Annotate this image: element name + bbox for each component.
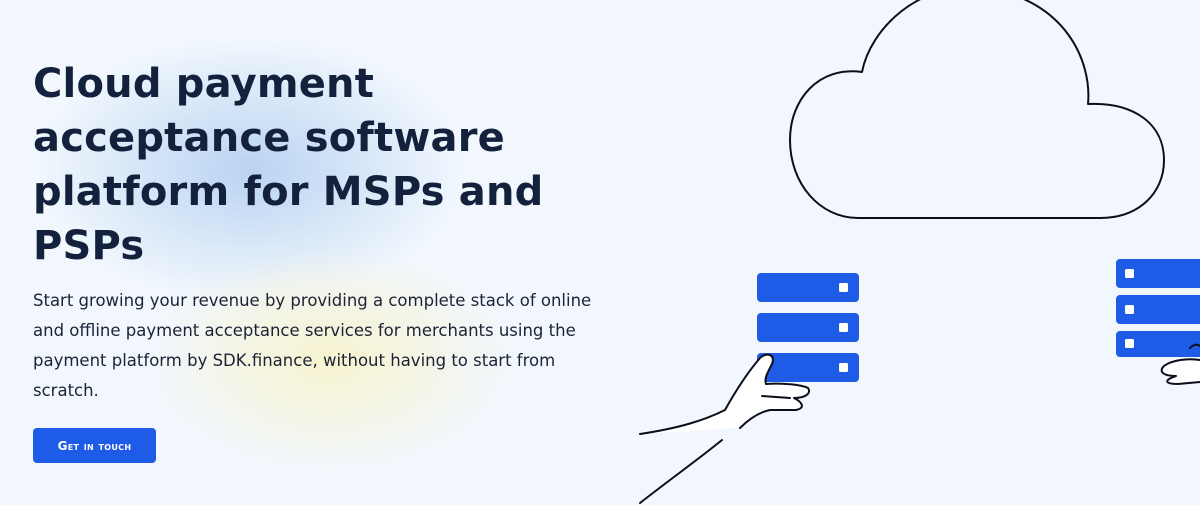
server-rack-icon — [1116, 259, 1200, 357]
hero-description: Start growing your revenue by providing … — [33, 291, 592, 400]
hero-headline: Cloud payment acceptance software platfo… — [33, 61, 544, 269]
hand-icon — [1160, 343, 1200, 385]
hand-icon — [639, 353, 810, 504]
server-rack-icon — [757, 273, 859, 382]
background-glow-yellow — [150, 250, 510, 470]
cloud-icon — [789, 0, 1165, 219]
get-in-touch-button[interactable]: Get in touch — [33, 428, 156, 463]
